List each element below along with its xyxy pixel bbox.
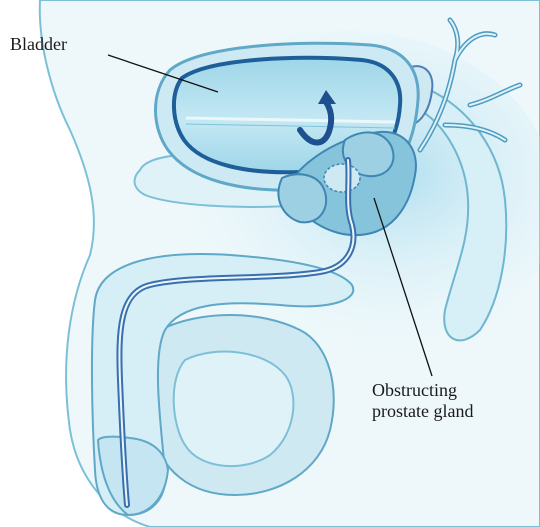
bladder-label: Bladder bbox=[10, 34, 67, 55]
prostate-nodule bbox=[324, 164, 360, 192]
testis bbox=[174, 352, 294, 467]
prostate-label: Obstructing prostate gland bbox=[372, 380, 473, 422]
prostate-label-line-2: prostate gland bbox=[372, 401, 473, 422]
prostate-label-line-1: Obstructing bbox=[372, 380, 473, 401]
